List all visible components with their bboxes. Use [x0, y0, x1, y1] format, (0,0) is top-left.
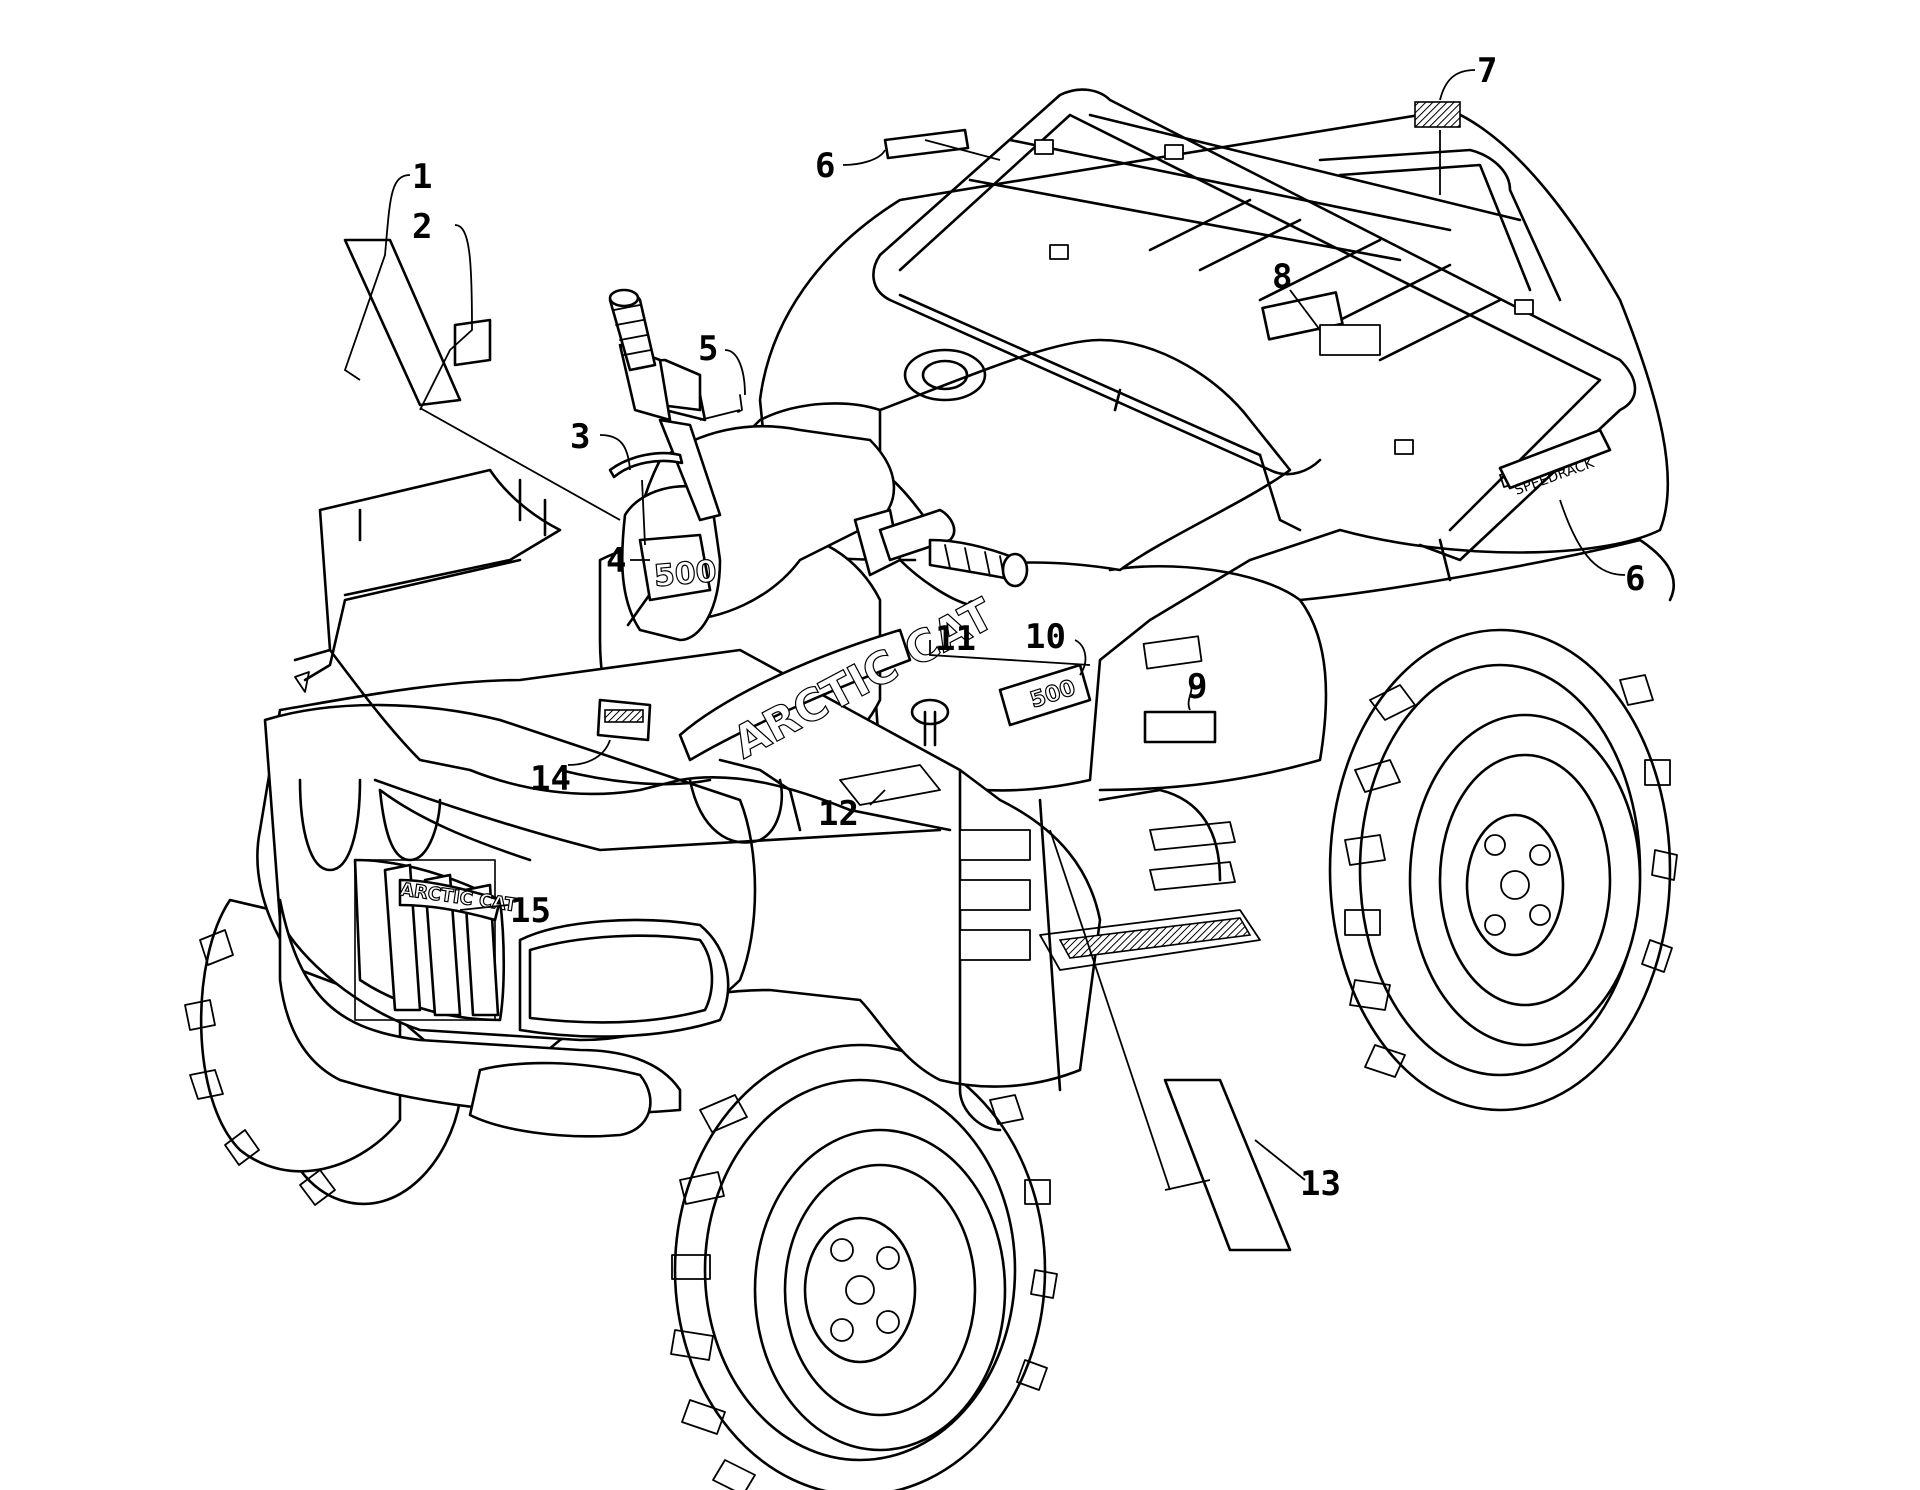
- decal-2: [453, 318, 492, 367]
- callout-6-top: 6: [815, 146, 835, 186]
- front-wheel: [670, 1043, 1058, 1490]
- callout-3: 3: [570, 417, 590, 457]
- loose-decals: [343, 101, 1461, 1252]
- callout-13: 13: [1300, 1164, 1341, 1204]
- callout-12: 12: [818, 794, 859, 834]
- callout-1: 1: [412, 157, 432, 197]
- callout-5: 5: [698, 329, 718, 369]
- decal-3: [608, 451, 684, 479]
- callout-8: 8: [1272, 257, 1292, 297]
- callout-10: 10: [1025, 617, 1066, 657]
- callout-labels: 1 2 3 4 5 6 6 7 8 9 10 11 12 13 14 15: [412, 51, 1645, 1204]
- callout-14: 14: [530, 759, 571, 799]
- callout-6-right: 6: [1625, 559, 1645, 599]
- callout-2: 2: [412, 207, 432, 247]
- callout-9: 9: [1187, 667, 1207, 707]
- decal-6-top: [883, 128, 970, 160]
- decal-1: [343, 238, 462, 407]
- decal-7: [1414, 101, 1461, 128]
- decal-13: [1163, 1078, 1292, 1252]
- callout-4: 4: [606, 541, 626, 581]
- decal-5: [737, 394, 743, 413]
- rear-rack: [872, 88, 1637, 582]
- front-nose: [263, 703, 757, 1138]
- callout-7: 7: [1477, 51, 1497, 91]
- front-rack: [293, 468, 952, 872]
- rear-right-wheel: [1328, 628, 1678, 1112]
- leader-lines: [343, 69, 1626, 1191]
- pod-model-decal: 500: [653, 554, 718, 594]
- callout-11: 11: [935, 619, 976, 659]
- callout-15: 15: [510, 891, 551, 931]
